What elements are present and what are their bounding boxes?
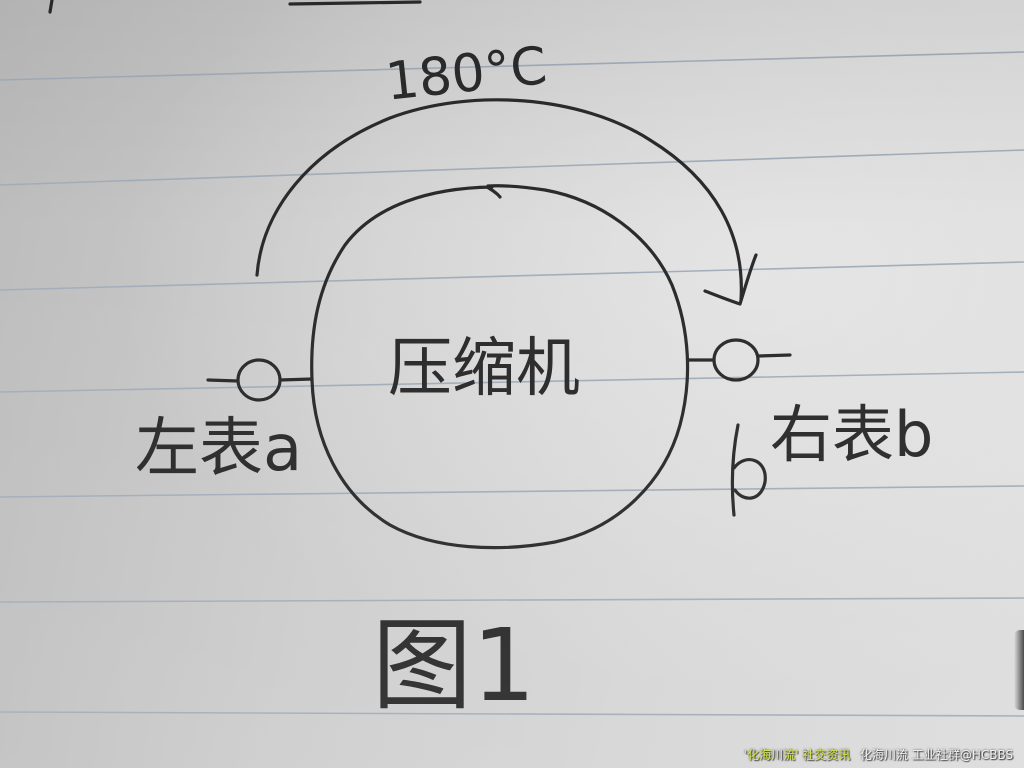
figure-label: 图1: [372, 607, 536, 724]
watermark-text: 化海川流 工业社群@HCBBS: [860, 748, 1014, 762]
flow-arrowhead: [703, 253, 758, 306]
left-gauge-circle: [236, 358, 282, 402]
rule-line: [0, 51, 1024, 81]
rule-line: [0, 485, 1024, 498]
valve-mark: [730, 423, 767, 517]
left-gauge-tick: [206, 378, 240, 383]
stray-mark: [48, 0, 54, 14]
rule-line: [0, 261, 1024, 291]
watermark-text: '化海川流' 社交资讯: [744, 748, 851, 762]
rule-line: [0, 597, 1024, 603]
right-gauge-label: 右表b: [770, 398, 933, 471]
left-gauge-label: 左表a: [135, 412, 302, 486]
left-gauge-connector: [278, 377, 314, 382]
rule-line: [0, 371, 1024, 393]
rule-line: [0, 711, 1024, 717]
right-gauge-tick: [756, 353, 792, 358]
page-edge-shadow: [1014, 630, 1024, 710]
flow-arc: [255, 98, 743, 302]
compressor-label: 压缩机: [388, 332, 580, 406]
stray-mark: [288, 0, 422, 6]
compressor-circle: [310, 184, 690, 550]
right-gauge-circle: [712, 338, 760, 382]
compressor-circle-overlap: [485, 185, 502, 199]
rule-line: [0, 149, 1024, 186]
rule-lines: [0, 51, 1024, 717]
